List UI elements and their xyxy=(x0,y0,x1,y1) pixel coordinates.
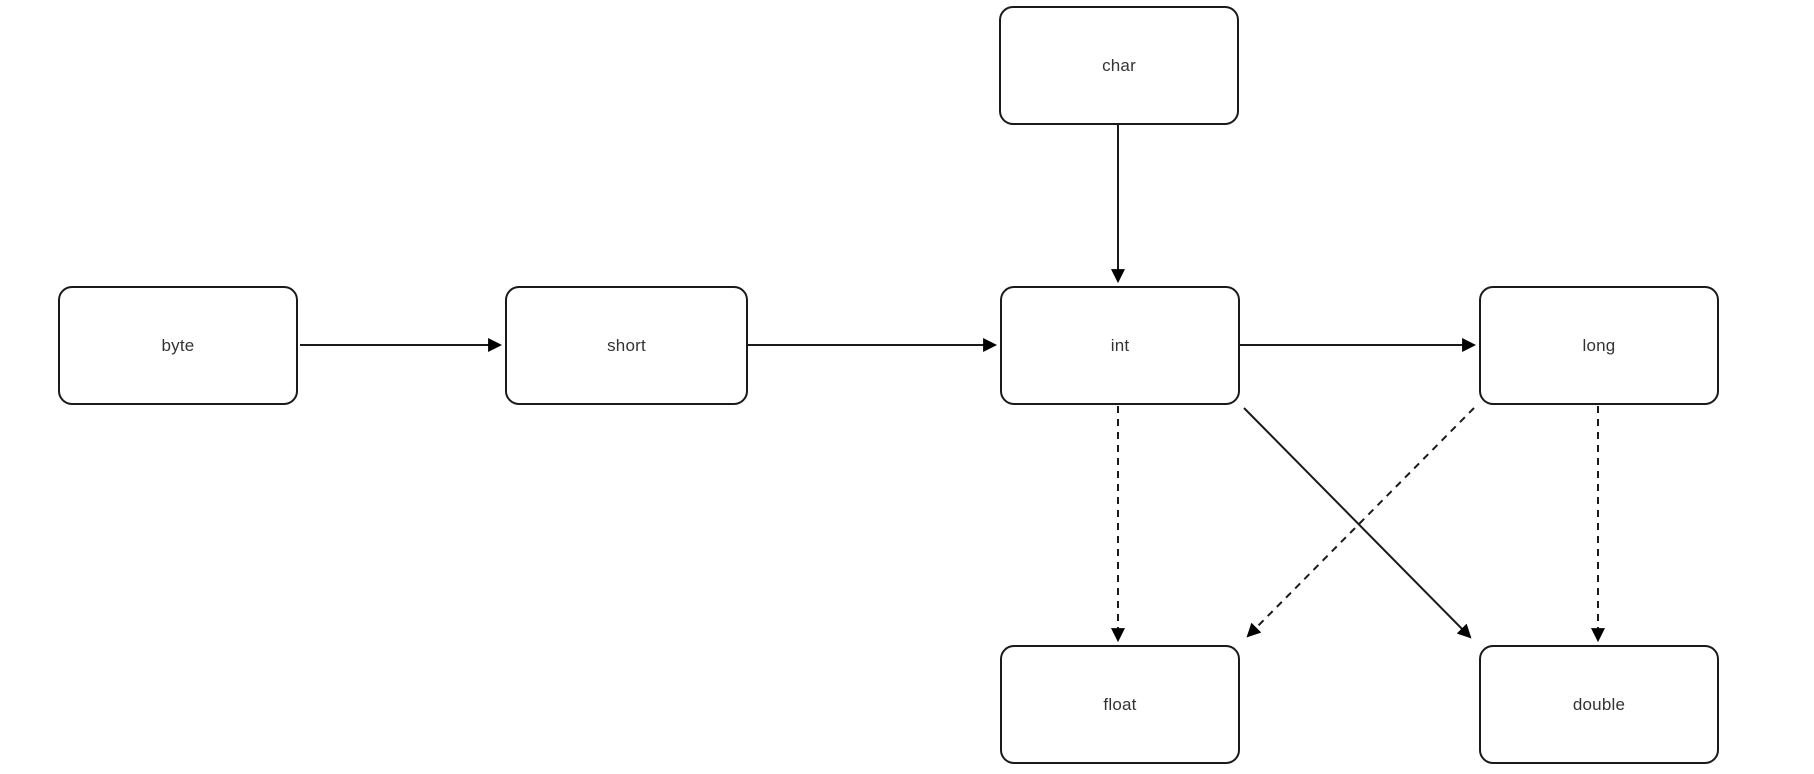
node-short[interactable]: short xyxy=(505,286,748,405)
node-long[interactable]: long xyxy=(1479,286,1719,405)
edge-long-float xyxy=(1246,407,1475,638)
node-long-label: long xyxy=(1582,335,1616,355)
node-byte-label: byte xyxy=(161,335,195,355)
node-char[interactable]: char xyxy=(999,6,1239,125)
node-double[interactable]: double xyxy=(1479,645,1719,764)
node-float[interactable]: float xyxy=(1000,645,1240,764)
node-char-label: char xyxy=(1102,55,1136,75)
node-float-label: float xyxy=(1103,694,1137,714)
node-byte[interactable]: byte xyxy=(58,286,298,405)
node-short-label: short xyxy=(607,335,646,355)
node-double-label: double xyxy=(1572,694,1626,714)
edge-int-double xyxy=(1243,407,1472,639)
node-int[interactable]: int xyxy=(1000,286,1240,405)
node-int-label: int xyxy=(1110,335,1130,355)
